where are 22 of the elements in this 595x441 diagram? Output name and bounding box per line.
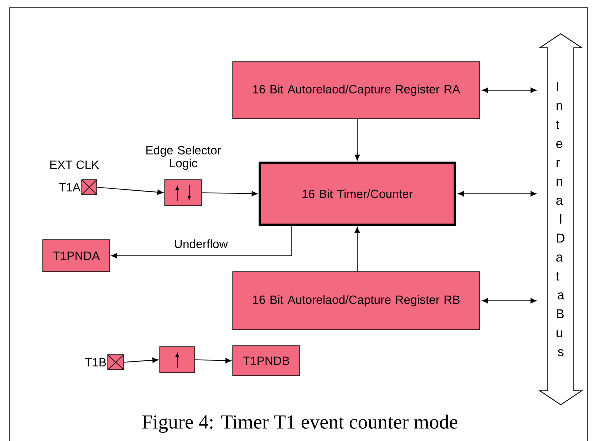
pin-label: T1A [59,183,81,192]
signal-label: EXT CLK [50,160,100,170]
arrow [96,187,164,196]
arrow [482,88,537,94]
arrow [354,118,360,161]
flag-box: T1PNDA [42,240,110,272]
box-heading: Edge Selector Logic [146,146,222,170]
arrow [482,298,537,304]
arrow [458,191,537,197]
register-box: 16 Bit Autorelaod/Capture Register RA [232,62,480,120]
caption: Figure 4: Timer T1 event counter mode [140,412,460,436]
register-box: 16 Bit Autorelaod/Capture Register RB [232,272,480,330]
arrow [124,358,159,364]
edge-label: Underflow [175,240,228,248]
arrow [111,226,292,259]
edge-selector-box [160,346,196,374]
flag-box: T1PNDB [232,346,300,376]
arrow [202,191,258,197]
arrow [194,358,232,364]
arrow [354,227,360,272]
counter-box: 16 Bit Timer/Counter [258,162,456,226]
pin-label: T1B [85,358,106,367]
